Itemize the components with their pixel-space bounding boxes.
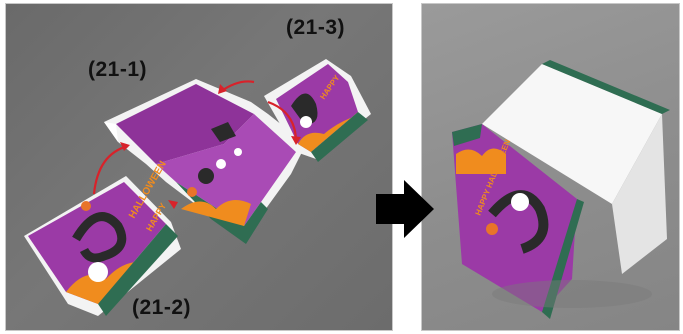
label-part-21-1: (21-1) <box>88 58 148 81</box>
unfolded-parts-photo: HAPPY HALLOWEEN HAPPY <box>5 3 393 331</box>
assembled-box-photo: HAPPY HALLOWEEN <box>421 3 680 331</box>
unfolded-parts-drawing: HAPPY HALLOWEEN HAPPY <box>24 59 371 316</box>
box-front-panel: HAPPY HALLOWEEN <box>452 124 584 319</box>
part-21-2: HALLOWEEN HAPPY <box>24 159 181 316</box>
label-part-21-3: (21-3) <box>286 16 346 39</box>
part-21-1 <box>104 79 306 244</box>
part-21-3: HAPPY <box>264 59 371 162</box>
label-part-21-2: (21-2) <box>132 296 192 319</box>
assembled-box-drawing: HAPPY HALLOWEEN <box>452 60 670 319</box>
right-arrow-icon <box>374 178 436 240</box>
fold-arrowheads <box>120 84 301 209</box>
